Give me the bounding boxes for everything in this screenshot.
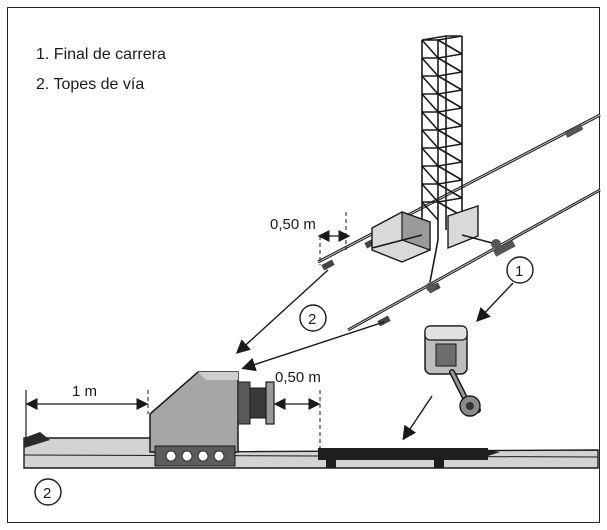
diagram-frame [7, 7, 600, 523]
tower-base [371, 205, 501, 292]
legend-item-1: 1. Final de carrera [36, 40, 166, 70]
top-rails [317, 113, 601, 332]
callout-1-text: 1 [515, 263, 523, 280]
bottom-rail [23, 432, 599, 469]
callout-1: 1 [476, 256, 534, 323]
limit-switch [402, 325, 481, 441]
legend-item-2-text: Topes de vía [53, 76, 145, 93]
dim-bottom-right-label: 0,50 m [275, 369, 321, 386]
dim-bottom-left-label: 1 m [72, 383, 97, 400]
legend-item-2-num: 2. [36, 76, 50, 93]
dim-top: 0,50 m [270, 212, 351, 265]
legend-item-2: 2. Topes de vía [36, 70, 166, 100]
callout-2-top-text: 2 [308, 311, 316, 328]
rail-stop [149, 371, 275, 467]
legend-item-1-num: 1. [36, 46, 50, 63]
dim-bottom-right: 0,50 m [273, 369, 321, 448]
legend: 1. Final de carrera 2. Topes de vía [36, 40, 166, 100]
callout-2-top: 2 [235, 269, 385, 372]
callout-2-bottom-text: 2 [43, 485, 51, 502]
crane-tower [421, 35, 463, 240]
callout-2-bottom: 2 [34, 478, 62, 506]
dim-top-label: 0,50 m [270, 216, 316, 233]
dim-bottom-left: 1 m [25, 383, 149, 438]
legend-item-1-text: Final de carrera [53, 46, 166, 63]
